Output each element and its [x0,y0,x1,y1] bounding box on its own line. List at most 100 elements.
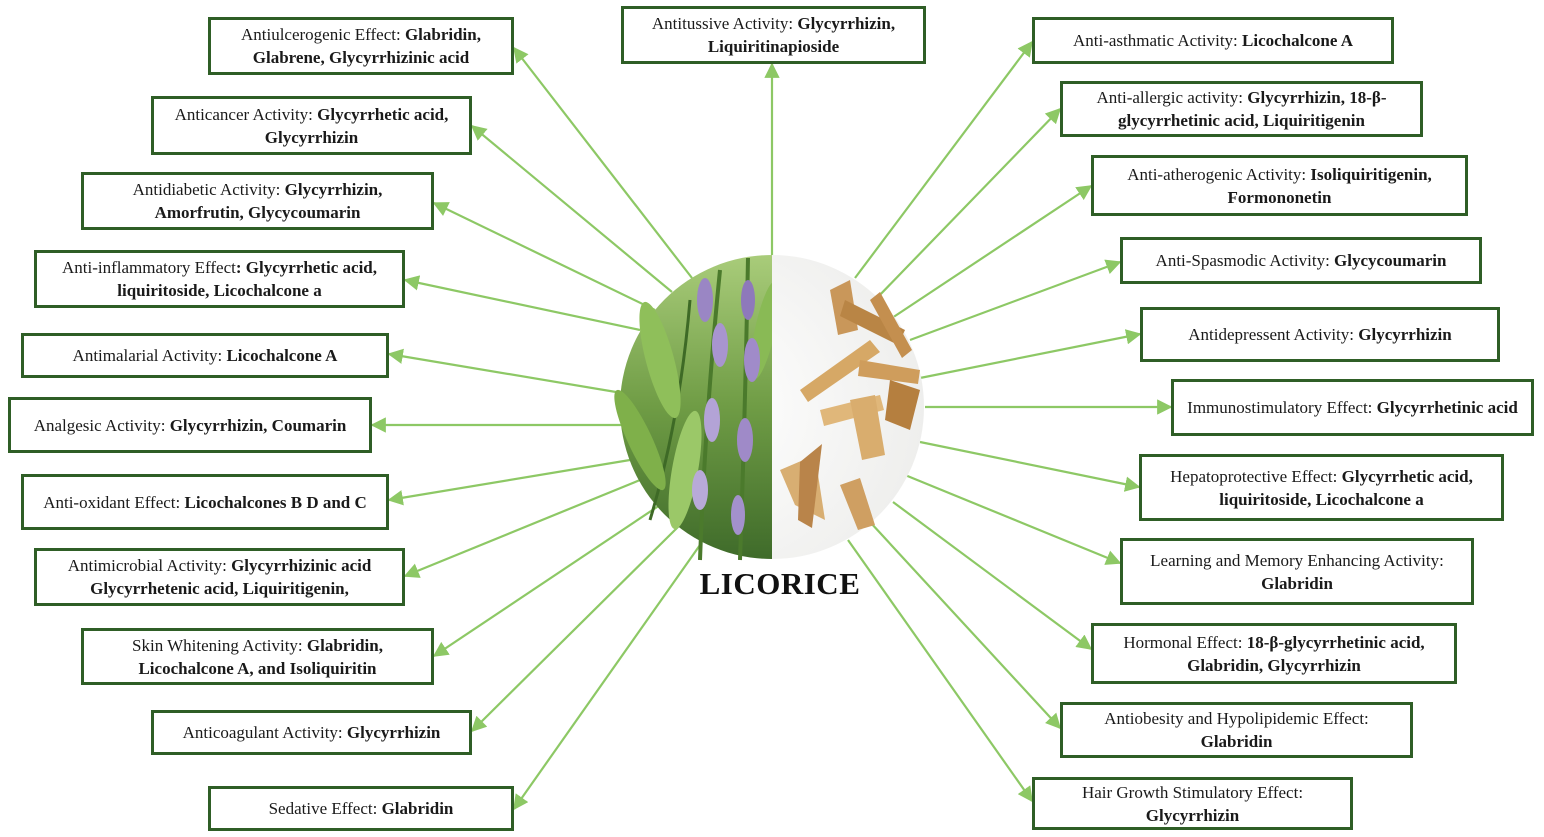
box-right-7: Hepatoprotective Effect: Glycyrrhetic ac… [1139,454,1504,521]
box-right-5-arrow [919,329,1142,380]
box-right-2-text: Anti-allergic activity: Glycyrrhizin, 18… [1073,86,1410,132]
box-left-5-text: Antimalarial Activity: Licochalcone A [73,344,338,367]
box-left-6: Analgesic Activity: Glycyrrhizin, Coumar… [8,397,372,453]
box-right-4-compounds: Glycycoumarin [1334,251,1447,270]
box-left-3-label: Antidiabetic Activity: [132,180,285,199]
box-right-6-label: Immunostimulatory Effect: [1187,398,1377,417]
box-left-1-text: Antiulcerogenic Effect: Glabridin, Glabr… [221,23,501,69]
box-right-1-text: Anti-asthmatic Activity: Licochalcone A [1073,29,1353,52]
box-right-6-compounds: Glycyrrhetinic acid [1376,398,1518,417]
box-left-10-text: Anticoagulant Activity: Glycyrrhizin [183,721,441,744]
box-right-2-compounds: Glycyrrhizin, 18-β-glycyrrhetinic acid, … [1118,88,1387,130]
box-left-9-arrow [432,504,661,657]
box-left-9: Skin Whitening Activity: Glabridin, Lico… [81,628,434,685]
box-left-8-label: Antimicrobial Activity: [67,556,232,575]
box-right-1-compounds: Licochalcone A [1242,31,1353,50]
box-right-4-label: Anti-Spasmodic Activity: [1155,251,1335,270]
box-left-11-label: Sedative Effect: [268,799,382,818]
box-right-10-compounds: Glabridin [1200,732,1273,751]
box-left-11-text: Sedative Effect: Glabridin [269,797,454,820]
box-right-10-label: Antiobesity and Hypolipidemic Effect: [1104,709,1369,728]
box-left-8-text: Antimicrobial Activity: Glycyrrhizinic a… [47,554,392,600]
box-top-text: Antitussive Activity: Glycyrrhizin, Liqu… [634,12,913,58]
box-left-1: Antiulcerogenic Effect: Glabridin, Glabr… [208,17,514,75]
box-right-8: Learning and Memory Enhancing Activity: … [1120,538,1474,605]
box-left-11-arrow [513,544,701,811]
box-left-4-label: Anti-inflammatory Effect [61,258,236,277]
licorice-image [614,255,924,561]
box-right-4-arrow [909,259,1122,342]
box-left-7-text: Anti-oxidant Effect: Licochalcones B D a… [43,491,367,514]
box-left-4-text: Anti-inflammatory Effect: Glycyrrhetic a… [47,256,392,302]
box-right-9-arrow [892,501,1093,650]
box-right-1-label: Anti-asthmatic Activity: [1073,31,1243,50]
box-left-2-compounds: Glycyrrhetic acid, Glycyrrhizin [264,104,449,147]
box-left-7: Anti-oxidant Effect: Licochalcones B D a… [21,474,389,530]
box-right-3: Anti-atherogenic Activity: Isoliquiritig… [1091,155,1468,216]
box-left-3-arrow [432,202,656,311]
box-right-11-label: Hair Growth Stimulatory Effect: [1081,782,1304,802]
box-left-8-arrow [403,478,641,578]
box-right-7-arrow [919,440,1141,492]
box-right-9-label: Hormonal Effect: [1123,632,1247,652]
box-left-10-compounds: Glycyrrhizin [346,723,441,742]
root-slices [780,280,920,530]
box-right-3-text: Anti-atherogenic Activity: Isoliquiritig… [1104,163,1455,209]
box-right-8-arrow [904,473,1122,565]
box-right-10: Antiobesity and Hypolipidemic Effect: Gl… [1060,702,1413,758]
box-left-6-text: Analgesic Activity: Glycyrrhizin, Coumar… [34,414,347,437]
box-left-5: Antimalarial Activity: Licochalcone A [21,333,389,378]
box-right-9-text: Hormonal Effect: 18-β-glycyrrhetinic aci… [1104,631,1444,677]
box-right-5: Antidepressent Activity: Glycyrrhizin [1140,307,1500,362]
box-left-5-label: Antimalarial Activity: [72,346,227,365]
box-left-1-label: Antiulcerogenic Effect: [240,25,405,44]
box-right-8-text: Learning and Memory Enhancing Activity: … [1133,549,1461,595]
box-right-6-text: Immunostimulatory Effect: Glycyrrhetinic… [1187,396,1518,419]
center-title: LICORICE [699,566,861,601]
box-left-9-label: Skin Whitening Activity: [132,635,307,655]
box-right-2: Anti-allergic activity: Glycyrrhizin, 18… [1060,81,1423,137]
box-left-6-label: Analgesic Activity: [33,415,170,435]
box-left-11: Sedative Effect: Glabridin [208,786,514,831]
box-right-10-arrow [869,521,1062,730]
box-left-6-compounds: Glycyrrhizin, Coumarin [169,415,347,435]
box-left-7-compounds: Licochalcones B D and C [184,492,367,512]
box-right-3-label: Anti-atherogenic Activity: [1127,164,1311,184]
box-right-5-compounds: Glycyrrhizin [1358,325,1452,344]
box-right-11-arrow [847,539,1033,803]
box-right-2-arrow [874,107,1062,301]
box-left-3: Antidiabetic Activity: Glycyrrhizin, Amo… [81,172,434,230]
box-right-2-label: Anti-allergic activity: [1096,88,1248,107]
box-right-3-arrow [891,185,1093,319]
plant-stems [614,257,772,561]
box-left-8: Antimicrobial Activity: Glycyrrhizinic a… [34,548,405,606]
box-right-4: Anti-Spasmodic Activity: Glycycoumarin [1120,237,1482,284]
box-left-2: Anticancer Activity: Glycyrrhetic acid, … [151,96,472,155]
box-top-compounds: Glycyrrhizin, Liquiritinapioside [707,14,896,56]
box-right-7-label: Hepatoprotective Effect: [1170,466,1342,486]
box-left-10: Anticoagulant Activity: Glycyrrhizin [151,710,472,755]
box-left-2-text: Anticancer Activity: Glycyrrhetic acid, … [164,103,459,149]
arrows-group [370,40,1173,811]
box-right-1: Anti-asthmatic Activity: Licochalcone A [1032,17,1394,64]
box-left-7-arrow [387,458,631,506]
box-left-11-compounds: Glabridin [381,799,454,818]
box-top-label: Antitussive Activity: [651,14,798,33]
box-left-2-arrow [470,125,673,293]
box-left-7-label: Anti-oxidant Effect: [43,492,185,512]
box-left-9-compounds: Glabridin, Licochalcone A, and Isoliquir… [138,635,383,678]
box-left-10-arrow [470,524,681,733]
box-right-1-arrow [854,40,1033,279]
box-left-5-compounds: Licochalcone A [226,346,338,365]
box-right-7-compounds: Glycyrrhetic acid, liquiritoside, Licoch… [1219,466,1473,509]
box-right-5-text: Antidepressent Activity: Glycyrrhizin [1188,323,1451,346]
box-right-6: Immunostimulatory Effect: Glycyrrhetinic… [1171,379,1534,436]
box-left-9-text: Skin Whitening Activity: Glabridin, Lico… [94,634,421,680]
box-left-4: Anti-inflammatory Effect: Glycyrrhetic a… [34,250,405,308]
box-left-10-label: Anticoagulant Activity: [182,723,347,742]
box-right-11: Hair Growth Stimulatory Effect: Glycyrrh… [1032,777,1353,830]
box-left-5-arrow [387,348,623,395]
box-right-11-text: Hair Growth Stimulatory Effect: Glycyrrh… [1045,781,1340,827]
box-right-10-text: Antiobesity and Hypolipidemic Effect: Gl… [1073,707,1400,753]
